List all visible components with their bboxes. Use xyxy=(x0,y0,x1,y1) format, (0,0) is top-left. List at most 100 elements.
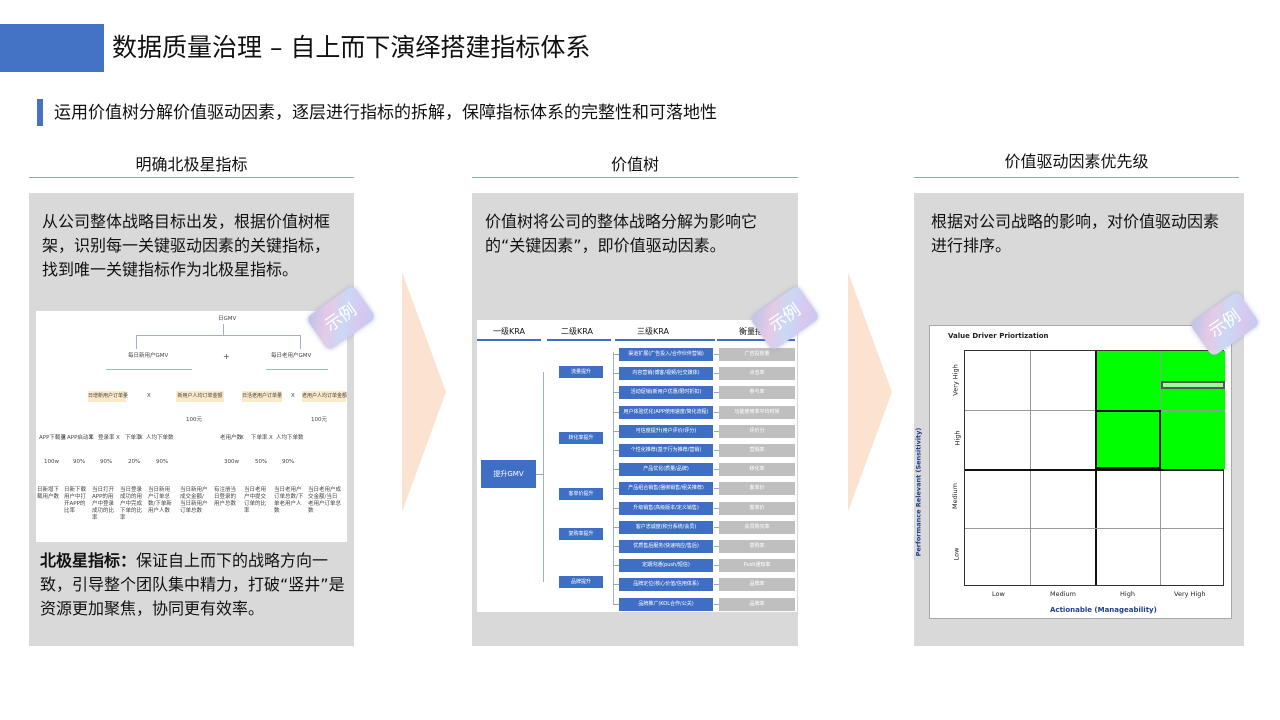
tree-node-new-orders: 日增新用户订单量 xyxy=(88,391,128,402)
matrix-x-tick: Medium xyxy=(1050,590,1076,598)
tree-note: 当日老用户成交金额/当日老用户订单总数 xyxy=(308,487,342,514)
example-badge-label: 示例 xyxy=(1189,290,1261,358)
tree-times: X xyxy=(89,435,93,441)
tree-connector xyxy=(613,450,619,451)
metric-node: 品牌率 xyxy=(719,578,795,591)
kra3-node: 可信度提升(用户评价/评分) xyxy=(619,425,713,438)
tree-value: 90% xyxy=(100,459,113,465)
tree-connector xyxy=(536,474,544,475)
metric-node: 复购率 xyxy=(719,540,795,553)
header-underline xyxy=(717,339,795,341)
tree-times: X xyxy=(116,435,120,441)
matrix-x-tick: Very High xyxy=(1174,590,1206,598)
page-subtitle: 运用价值树分解价值驱动因素，逐层进行指标的拆解，保障指标体系的完整性和可落地性 xyxy=(54,103,717,123)
tree-connector xyxy=(714,546,719,547)
kra3-node: 活动促销(新用户优惠/限时折扣) xyxy=(619,386,713,399)
tree-node-old-aov: 老用户人均订单金额 xyxy=(302,391,347,402)
north-star-footer-text: 保证自上而下的战略方向一致，引导整个团队集中精力，打破“竖井”是资源更加聚焦，协… xyxy=(40,551,345,618)
tree-leaf-app-launch: APP启动率 xyxy=(67,435,94,441)
example-badge: 示例 xyxy=(305,284,377,352)
column-heading-underline xyxy=(914,177,1239,178)
tree-old-aov-value: 100元 xyxy=(311,417,327,423)
kra3-node: 产品优化(质量/品牌) xyxy=(619,463,713,476)
grid-emphasis xyxy=(1095,410,1161,469)
tree-note: 当日老用户中提交订单的比率 xyxy=(244,487,267,514)
tree-value: 20% xyxy=(128,459,141,465)
example-badge-label: 示例 xyxy=(749,284,821,352)
tree-connector xyxy=(613,469,619,470)
tree-value: 90% xyxy=(156,459,169,465)
kra2-node: 复购率提升 xyxy=(559,528,603,540)
metric-node: 品牌率 xyxy=(719,598,795,611)
kra2-node: 转化率提升 xyxy=(559,432,603,444)
grid-line xyxy=(965,528,1223,529)
grid-marker xyxy=(1161,381,1225,389)
tree-connector xyxy=(613,546,619,547)
value-tree-description: 价值树将公司的整体战略分解为影响它的“关键因素”，即价值驱动因素。 xyxy=(485,212,758,255)
column-heading-underline xyxy=(29,177,354,178)
tree-connector xyxy=(714,354,719,355)
tree-value: 90% xyxy=(73,459,86,465)
metric-node: 点击率 xyxy=(719,367,795,380)
tree-connector xyxy=(223,324,224,335)
gmv-tree-diagram: 日GMV 每日新用户GMV + 每日老用户GMV 日增新用户订单量 X 新用户人… xyxy=(36,311,347,542)
tree-note: 当日新用户订单总数/下单新用户人数 xyxy=(148,487,172,514)
page-title: 数据质量治理 – 自上而下演绎搭建指标体系 xyxy=(112,33,591,62)
matrix-y-tick: Very High xyxy=(951,364,960,396)
tree-times: X xyxy=(291,393,295,399)
matrix-y-tick: Low xyxy=(952,547,961,561)
matrix-x-tick: Low xyxy=(992,590,1005,598)
value-tree-header: 二级KRA xyxy=(561,327,593,336)
column-heading-priority: 价值驱动因素优先级 xyxy=(1004,152,1149,171)
example-badge-label: 示例 xyxy=(305,284,377,352)
priority-matrix: Value Driver Priortization Performance R… xyxy=(914,325,1232,619)
column-heading-underline xyxy=(472,177,798,178)
flow-arrow xyxy=(402,272,446,512)
kra3-node: 用户体验优化(APP使用速度/简化流程) xyxy=(619,406,713,419)
tree-leaf-login: 登录率 xyxy=(98,435,115,441)
header-underline xyxy=(547,339,611,341)
column-heading-north-star: 明确北极星指标 xyxy=(135,155,248,174)
metric-node: 会员购买率 xyxy=(719,521,795,534)
kra2-node: 流量提升 xyxy=(559,366,603,378)
tree-times: X xyxy=(240,435,244,441)
tree-connector xyxy=(613,604,619,605)
tree-connector xyxy=(714,392,719,393)
grid-line xyxy=(1030,351,1031,585)
tree-connector xyxy=(714,604,719,605)
matrix-y-tick: Medium xyxy=(951,483,959,509)
tree-connector xyxy=(613,431,619,432)
tree-connector xyxy=(613,527,619,528)
metric-node: 转化率 xyxy=(719,463,795,476)
kra3-node: 内容营销(博客/视频/社交媒体) xyxy=(619,367,713,380)
tree-node-new-gmv: 每日新用户GMV xyxy=(128,353,169,359)
tree-note: 日新下载用户中打开APP的比率 xyxy=(64,487,87,514)
value-tree-diagram: 一级KRA 二级KRA 三级KRA 衡量指标 提升GMV 流量提升 转化率提升 … xyxy=(477,320,797,612)
column-heading-value-tree: 价值树 xyxy=(610,155,659,174)
tree-leaf-orders-per-user: 人均下单数 xyxy=(146,435,174,441)
example-badge: 示例 xyxy=(1189,290,1261,358)
kra3-node: 个性化推荐(基于行为推荐/营销) xyxy=(619,444,713,457)
tree-connector xyxy=(613,352,614,604)
value-tree-header: 一级KRA xyxy=(493,327,525,336)
header-accent-block xyxy=(0,24,104,72)
tree-connector xyxy=(714,584,719,585)
matrix-x-tick: High xyxy=(1120,590,1135,598)
tree-connector xyxy=(300,335,301,349)
flow-arrow xyxy=(848,272,892,512)
header-underline xyxy=(477,339,541,341)
kra2-node: 客单价提升 xyxy=(559,488,603,500)
tree-connector xyxy=(714,450,719,451)
grid-line xyxy=(965,469,1223,471)
tree-leaf-order: 下单率 xyxy=(125,435,142,441)
example-badge: 示例 xyxy=(749,284,821,352)
tree-connector xyxy=(613,565,619,566)
tree-value: 300w xyxy=(224,459,239,465)
tree-node-old-gmv: 每日老用户GMV xyxy=(271,353,312,359)
kra2-node: 品牌提升 xyxy=(559,576,603,588)
value-tree-root: 提升GMV xyxy=(481,460,536,488)
tree-value: 100w xyxy=(44,459,59,465)
grid-line xyxy=(965,410,1223,411)
tree-connector xyxy=(714,373,719,374)
tree-value: 50% xyxy=(255,459,268,465)
